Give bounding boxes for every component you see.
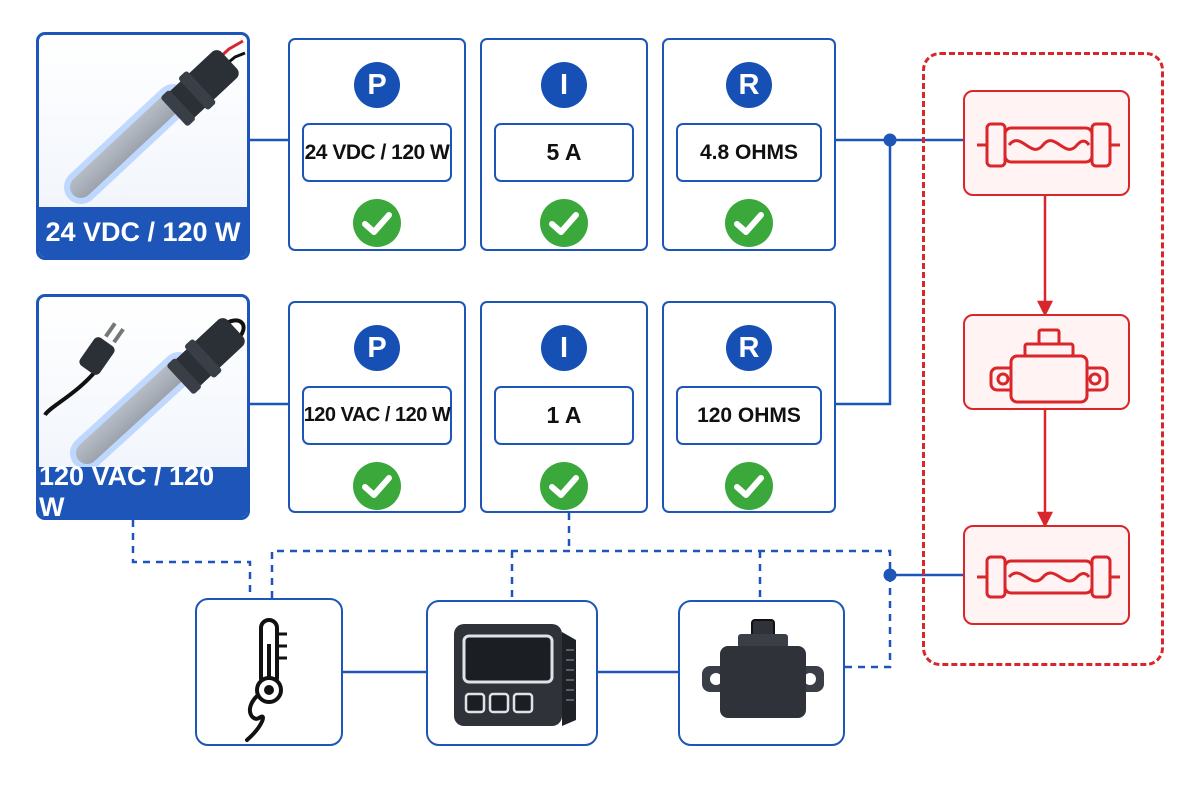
check-icon [540,199,588,247]
current-symbol-badge: I [541,62,587,108]
current-value: 1 A [494,386,634,445]
current-value: 5 A [494,123,634,182]
dashed-heater2-to-thermo [131,520,252,598]
check-icon [353,199,401,247]
thermocouple-box[interactable] [195,598,343,746]
current-card-row2[interactable]: I 1 A [480,301,648,513]
power-value: 24 VDC / 120 W [302,123,452,182]
relay-icon [989,328,1109,404]
heater-label: 120 VAC / 120 W [39,461,247,517]
power-card-row1[interactable]: P 24 VDC / 120 W [288,38,466,251]
cartridge-heater-icon [64,39,246,204]
power-value: 120 VAC / 120 W [302,386,452,445]
resistance-symbol-badge: R [726,325,772,371]
relay-icon [702,619,824,718]
fuse-box-bottom[interactable] [963,525,1130,625]
heater-card-120vac[interactable]: 120 VAC / 120 W [36,294,250,520]
resistance-value: 120 OHMS [676,386,822,445]
fuse-box-top[interactable] [963,90,1130,196]
check-icon [353,462,401,510]
check-icon [725,199,773,247]
wire-row2-to-junction [836,140,892,406]
resistance-card-row2[interactable]: R 120 OHMS [662,301,836,513]
thermocouple-icon [245,618,287,742]
heater-card-24vdc[interactable]: 24 VDC / 120 W [36,32,250,260]
junction-dot-bottom [883,568,897,582]
current-symbol-badge: I [541,325,587,371]
cartridge-heater-with-plug-icon [43,318,246,470]
controller-box[interactable] [426,600,598,746]
resistance-card-row1[interactable]: R 4.8 OHMS [662,38,836,251]
safety-chain-group [922,52,1164,666]
fuse-icon [977,122,1120,168]
dashed-signal-bus [270,549,892,598]
relay-box[interactable] [678,600,845,746]
check-icon [725,462,773,510]
plug-icon [79,322,125,375]
temperature-controller-icon [454,624,576,726]
current-card-row1[interactable]: I 5 A [480,38,648,251]
heater-label: 24 VDC / 120 W [39,207,247,257]
power-symbol-badge: P [354,325,400,371]
power-card-row2[interactable]: P 120 VAC / 120 W [288,301,466,513]
resistance-symbol-badge: R [726,62,772,108]
check-icon [540,462,588,510]
power-symbol-badge: P [354,62,400,108]
junction-dot-top [883,133,897,147]
fuse-icon [977,555,1120,599]
relay-box-red[interactable] [963,314,1130,410]
dashed-relay-to-bus [845,575,892,669]
resistance-value: 4.8 OHMS [676,123,822,182]
